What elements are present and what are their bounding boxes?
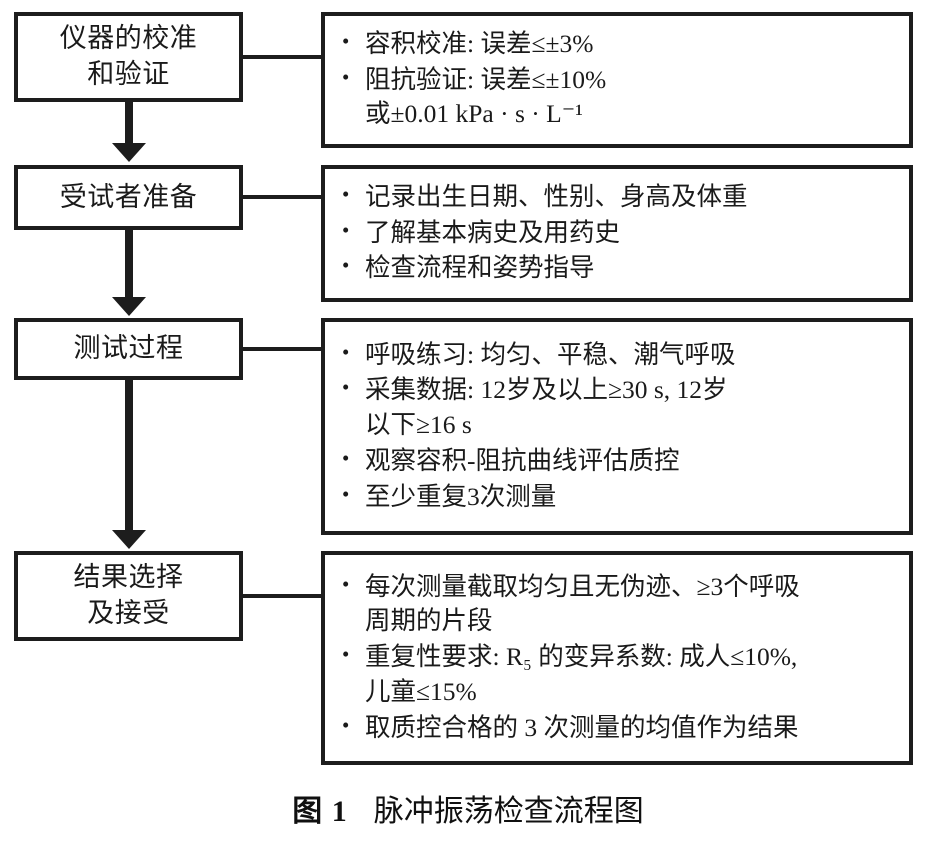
- detail-line: 采集数据: 12岁及以上≥30 s, 12岁: [365, 375, 728, 405]
- stage-box-instrument-calibration[interactable]: 仪器的校准 和验证: [14, 12, 243, 102]
- detail-line: 容积校准: 误差≤±3%: [365, 28, 594, 58]
- detail-item: 检查流程和姿势指导: [339, 250, 899, 286]
- detail-item: 重复性要求: R₅ 的变异系数: 成人≤10%, 儿童≤15%: [339, 639, 899, 709]
- figure-caption: 图 1 脉冲振荡检查流程图: [0, 786, 936, 830]
- stage-to-stage-arrow-2: [125, 230, 133, 299]
- detail-box-result-selection[interactable]: 每次测量截取均匀且无伪迹、≥3个呼吸 周期的片段 重复性要求: R₅ 的变异系数…: [321, 551, 913, 765]
- stage-label-instrument-calibration: 仪器的校准 和验证: [59, 23, 198, 89]
- detail-line: 每次测量截取均匀且无伪迹、≥3个呼吸: [365, 571, 800, 601]
- detail-line-continued: 或±0.01 kPa · s · L⁻¹: [365, 99, 583, 129]
- stage-to-detail-connector-1: [243, 55, 323, 59]
- stage-label-subject-preparation: 受试者准备: [59, 181, 198, 212]
- stage-to-stage-arrow-3: [125, 380, 133, 532]
- detail-line-continued: 周期的片段: [365, 606, 493, 636]
- detail-item: 每次测量截取均匀且无伪迹、≥3个呼吸 周期的片段: [339, 569, 899, 639]
- figure-caption-text: 脉冲振荡检查流程图: [373, 795, 644, 828]
- detail-item: 至少重复3次测量: [339, 479, 899, 515]
- stage-box-subject-preparation[interactable]: 受试者准备: [14, 165, 243, 230]
- stage-box-result-selection[interactable]: 结果选择 及接受: [14, 551, 243, 641]
- detail-item: 呼吸练习: 均匀、平稳、潮气呼吸: [339, 337, 899, 373]
- detail-line: 呼吸练习: 均匀、平稳、潮气呼吸: [365, 339, 736, 369]
- stage-label-result-selection: 结果选择 及接受: [73, 562, 184, 628]
- stage-to-stage-arrow-1: [125, 102, 133, 145]
- detail-line: 至少重复3次测量: [365, 481, 557, 511]
- detail-list-subject-preparation: 记录出生日期、性别、身高及体重 了解基本病史及用药史 检查流程和姿势指导: [339, 179, 899, 287]
- detail-item: 取质控合格的 3 次测量的均值作为结果: [339, 710, 899, 746]
- detail-box-subject-preparation[interactable]: 记录出生日期、性别、身高及体重 了解基本病史及用药史 检查流程和姿势指导: [321, 165, 913, 302]
- detail-line: 记录出生日期、性别、身高及体重: [365, 181, 748, 211]
- detail-list-testing-process: 呼吸练习: 均匀、平稳、潮气呼吸 采集数据: 12岁及以上≥30 s, 12岁 …: [339, 337, 899, 515]
- detail-item: 记录出生日期、性别、身高及体重: [339, 179, 899, 215]
- detail-box-instrument-calibration[interactable]: 容积校准: 误差≤±3% 阻抗验证: 误差≤±10% 或±0.01 kPa · …: [321, 12, 913, 148]
- detail-line: 了解基本病史及用药史: [365, 217, 621, 247]
- stage-to-detail-connector-2: [243, 195, 323, 199]
- detail-line: 重复性要求: R₅ 的变异系数: 成人≤10%,: [365, 642, 798, 672]
- detail-item: 观察容积-阻抗曲线评估质控: [339, 443, 899, 479]
- stage-to-detail-connector-3: [243, 347, 323, 351]
- stage-label-testing-process: 测试过程: [73, 333, 184, 364]
- stage-box-testing-process[interactable]: 测试过程: [14, 318, 243, 380]
- detail-line-continued: 儿童≤15%: [365, 676, 477, 706]
- detail-box-testing-process[interactable]: 呼吸练习: 均匀、平稳、潮气呼吸 采集数据: 12岁及以上≥30 s, 12岁 …: [321, 318, 913, 535]
- detail-list-result-selection: 每次测量截取均匀且无伪迹、≥3个呼吸 周期的片段 重复性要求: R₅ 的变异系数…: [339, 569, 899, 746]
- detail-line: 检查流程和姿势指导: [365, 253, 595, 283]
- figure-caption-number: 图 1: [292, 795, 348, 828]
- detail-item: 阻抗验证: 误差≤±10% 或±0.01 kPa · s · L⁻¹: [339, 62, 899, 132]
- detail-line: 阻抗验证: 误差≤±10%: [365, 64, 607, 94]
- detail-item: 采集数据: 12岁及以上≥30 s, 12岁 以下≥16 s: [339, 372, 899, 442]
- stage-to-detail-connector-4: [243, 594, 323, 598]
- detail-item: 容积校准: 误差≤±3%: [339, 26, 899, 62]
- detail-list-instrument-calibration: 容积校准: 误差≤±3% 阻抗验证: 误差≤±10% 或±0.01 kPa · …: [339, 26, 899, 133]
- detail-line-continued: 以下≥16 s: [365, 410, 472, 440]
- detail-line: 观察容积-阻抗曲线评估质控: [365, 445, 680, 475]
- detail-item: 了解基本病史及用药史: [339, 215, 899, 251]
- detail-line: 取质控合格的 3 次测量的均值作为结果: [365, 712, 799, 742]
